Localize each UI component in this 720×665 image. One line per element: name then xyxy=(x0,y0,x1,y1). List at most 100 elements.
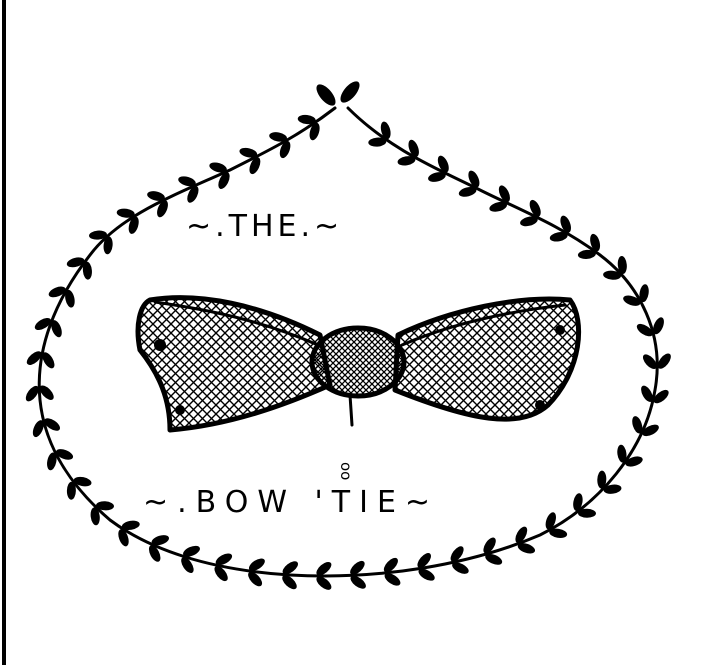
leaf-mark xyxy=(384,573,401,586)
leaf-mark xyxy=(151,535,169,546)
leaf-mark xyxy=(517,543,536,554)
leaf-mark xyxy=(32,420,44,438)
leaf-mark xyxy=(577,249,596,259)
leaf-mark xyxy=(73,476,92,487)
leaf-mark xyxy=(380,121,391,140)
leaf-mark xyxy=(82,261,92,280)
leaf-mark xyxy=(183,545,200,557)
leaf-mark xyxy=(178,176,196,187)
top-leaf-cluster xyxy=(316,81,360,106)
leaf-mark xyxy=(209,162,227,173)
leaf-mark xyxy=(34,317,51,331)
leaf-mark xyxy=(51,320,62,338)
leaf-mark xyxy=(316,561,332,576)
leaf-mark xyxy=(657,353,671,369)
leaf-mark xyxy=(408,139,419,158)
leaf-mark xyxy=(148,545,161,562)
leaf-mark xyxy=(47,452,57,471)
leaf-mark xyxy=(560,215,571,233)
leaf-mark xyxy=(350,575,366,589)
leaf-mark xyxy=(282,561,298,575)
leaf-mark xyxy=(653,389,669,404)
leaf-mark xyxy=(25,385,39,402)
leaf-mark xyxy=(282,575,297,590)
leaf-mark xyxy=(545,512,556,530)
title-the: ~.THE.~ xyxy=(186,209,343,244)
leaf-mark xyxy=(397,156,416,166)
leaf-mark xyxy=(66,481,76,500)
leaf-mark xyxy=(218,172,230,189)
leaf-mark xyxy=(214,565,228,582)
laurel-leaves xyxy=(25,114,671,590)
leaf-mark xyxy=(549,232,568,242)
leaf-mark xyxy=(39,385,54,400)
leaf-mark xyxy=(632,416,643,434)
leaf-mark xyxy=(128,216,139,234)
leaf-mark xyxy=(248,571,263,587)
leaf-mark xyxy=(549,528,568,538)
leaf-mark xyxy=(578,508,596,518)
leaf-mark xyxy=(623,295,641,306)
leaf-mark xyxy=(65,289,75,308)
leaf-mark xyxy=(603,270,622,280)
leaf-mark xyxy=(279,140,291,159)
leaf-mark xyxy=(641,385,653,402)
leaf-mark xyxy=(248,558,265,571)
leaf-mark xyxy=(181,557,194,573)
leaf-mark xyxy=(90,507,100,526)
bow-knot xyxy=(309,325,407,399)
leaf-mark xyxy=(103,236,113,255)
leaf-mark xyxy=(316,576,332,590)
leaf-mark xyxy=(239,147,258,158)
leaf-mark xyxy=(297,114,316,125)
leaf-mark xyxy=(26,351,42,365)
leaf-mark xyxy=(520,216,538,227)
leaf-mark xyxy=(428,172,446,182)
leaf-mark xyxy=(96,501,114,511)
leaf-mark xyxy=(642,424,659,437)
leaf-mark xyxy=(187,186,199,203)
leaf-mark xyxy=(368,137,387,147)
leaf-mark xyxy=(42,352,55,369)
laurel-vine-border xyxy=(37,106,659,578)
leaf-mark xyxy=(468,170,480,188)
bow-tie-illustration: oo xyxy=(135,295,582,480)
leaf-mark xyxy=(116,208,135,218)
leaf-mark xyxy=(617,444,627,463)
leaf-mark xyxy=(452,562,469,574)
leaf-mark xyxy=(653,317,664,335)
title-bow-tie: ~.BOW 'TIE~ xyxy=(143,485,439,520)
leaf-mark xyxy=(617,256,627,274)
leaf-mark xyxy=(450,546,464,562)
leaf-mark xyxy=(48,286,66,298)
drip-marks: oo xyxy=(337,462,355,480)
leaf-mark xyxy=(309,122,320,141)
leaf-mark xyxy=(44,418,61,431)
leaf-mark xyxy=(458,187,477,197)
leaf-mark xyxy=(55,449,74,460)
leaf-mark xyxy=(485,553,503,565)
leaf-mark xyxy=(66,257,85,268)
leaf-mark xyxy=(590,233,601,252)
leaf-mark xyxy=(489,201,507,212)
leaf-mark xyxy=(249,157,261,175)
leaf-mark xyxy=(118,529,129,547)
leaf-mark xyxy=(147,191,165,201)
leaf-mark xyxy=(437,155,449,173)
leaf-mark xyxy=(498,185,510,203)
leaf-mark xyxy=(483,537,496,554)
leaf-mark xyxy=(215,553,233,566)
leaf-mark xyxy=(625,456,643,467)
leaf-mark xyxy=(642,354,657,370)
leaf-mark xyxy=(636,323,653,337)
leaf-mark xyxy=(121,520,140,530)
leaf-mark xyxy=(417,553,431,568)
leaf-mark xyxy=(418,568,435,581)
leaf-mark xyxy=(639,284,649,303)
leaf-mark xyxy=(383,557,398,573)
leaf-mark xyxy=(603,484,622,494)
leaf-mark xyxy=(573,493,583,511)
leaf-mark xyxy=(529,199,541,217)
leaf-mark xyxy=(350,560,365,575)
